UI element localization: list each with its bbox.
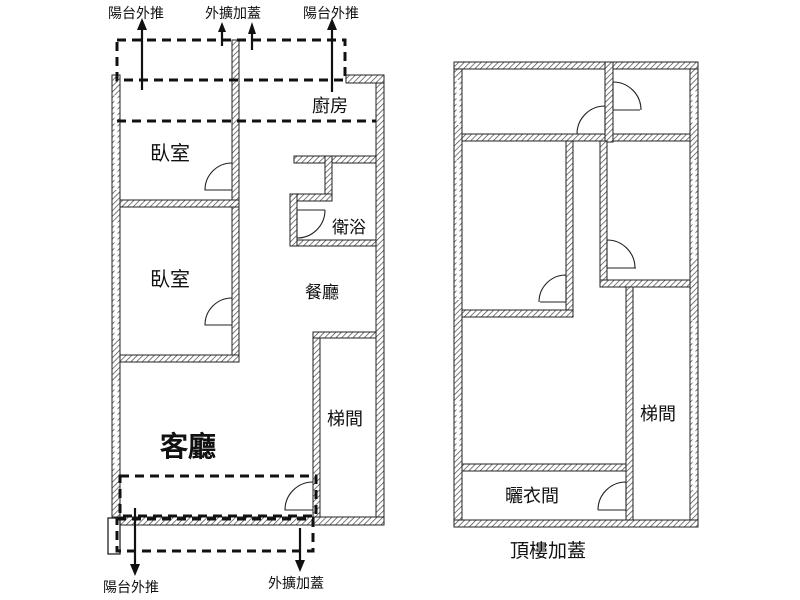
r-right-mid-door <box>606 239 636 269</box>
arrow-top-right <box>327 18 337 92</box>
arrow-bottom-right <box>295 528 305 572</box>
arrow-top-left <box>137 18 147 90</box>
stair-left-wall <box>312 331 321 518</box>
top-extension-dashed <box>115 38 347 82</box>
right-plan-title: 頂樓加蓋 <box>510 540 586 562</box>
living-extension-dashed <box>118 474 318 518</box>
r-laundry-door <box>597 481 627 511</box>
left-floor-plan: 陽台外推 外擴加蓋 陽台外推 陽台外推 外擴加蓋 廚房 臥室 臥室 衛浴 餐廳 … <box>103 5 385 596</box>
r-right-mid-bottom <box>599 279 691 288</box>
r-stair-left-wall <box>625 286 634 521</box>
room-label-bedroom-2: 臥室 <box>150 267 190 291</box>
room-label-kitchen: 廚房 <box>312 95 348 117</box>
stair-top-wall <box>312 331 377 339</box>
r-right-mid-vertical <box>599 140 608 284</box>
bedroom1-door <box>204 162 233 191</box>
room-label-stairs-left: 梯間 <box>327 409 363 430</box>
top-right-wall <box>345 74 385 84</box>
r-bottom-wall <box>453 519 699 528</box>
living-door <box>284 481 314 511</box>
arrow-top-center-1 <box>218 22 226 46</box>
room-label-stairs-right: 梯間 <box>640 404 676 425</box>
annotation-top-center: 外擴加蓋 <box>205 5 261 22</box>
annotation-top-right: 陽台外推 <box>303 6 359 22</box>
bottom-extension-dashed <box>115 517 315 553</box>
r-mid-door <box>538 274 567 303</box>
annotation-bottom-left: 陽台外推 <box>103 580 159 596</box>
room-label-living: 客廳 <box>160 430 216 463</box>
annotation-top-left: 陽台外推 <box>108 6 164 22</box>
balcony-stub <box>107 517 121 555</box>
bedroom2-door <box>204 297 233 326</box>
bath-bottom-wall <box>296 239 377 247</box>
r-top-vertical <box>604 61 614 143</box>
room-label-bedroom-1: 臥室 <box>150 141 190 165</box>
right-floor-plan: 梯間 曬衣間 頂樓加蓋 <box>453 61 699 562</box>
bath-step-wall <box>324 155 333 197</box>
right-outer-wall <box>375 74 385 526</box>
r-top-door <box>576 105 606 135</box>
bath-left-wall <box>289 193 298 247</box>
r-top-wall <box>453 61 699 70</box>
room-label-bathroom: 衛浴 <box>332 218 366 238</box>
arrow-bottom-left <box>130 508 140 576</box>
r-mid-bottom <box>461 309 574 318</box>
room-label-dining: 餐廳 <box>305 283 339 303</box>
arrow-top-center-2 <box>248 22 256 50</box>
r-top-room-bottom <box>461 133 606 142</box>
r-mid-vertical <box>565 140 574 312</box>
annotation-bottom-right: 外擴加蓋 <box>268 575 324 592</box>
bathroom-door <box>296 209 326 239</box>
r-top-right-door <box>612 81 642 111</box>
bedroom-divider-wall <box>119 199 240 208</box>
r-laundry-top-wall <box>461 463 627 472</box>
bath-top-wall <box>293 155 377 164</box>
r-top-right-bottom <box>612 133 691 142</box>
room-label-laundry: 曬衣間 <box>505 486 559 507</box>
bedroom-bottom-wall <box>119 354 240 363</box>
